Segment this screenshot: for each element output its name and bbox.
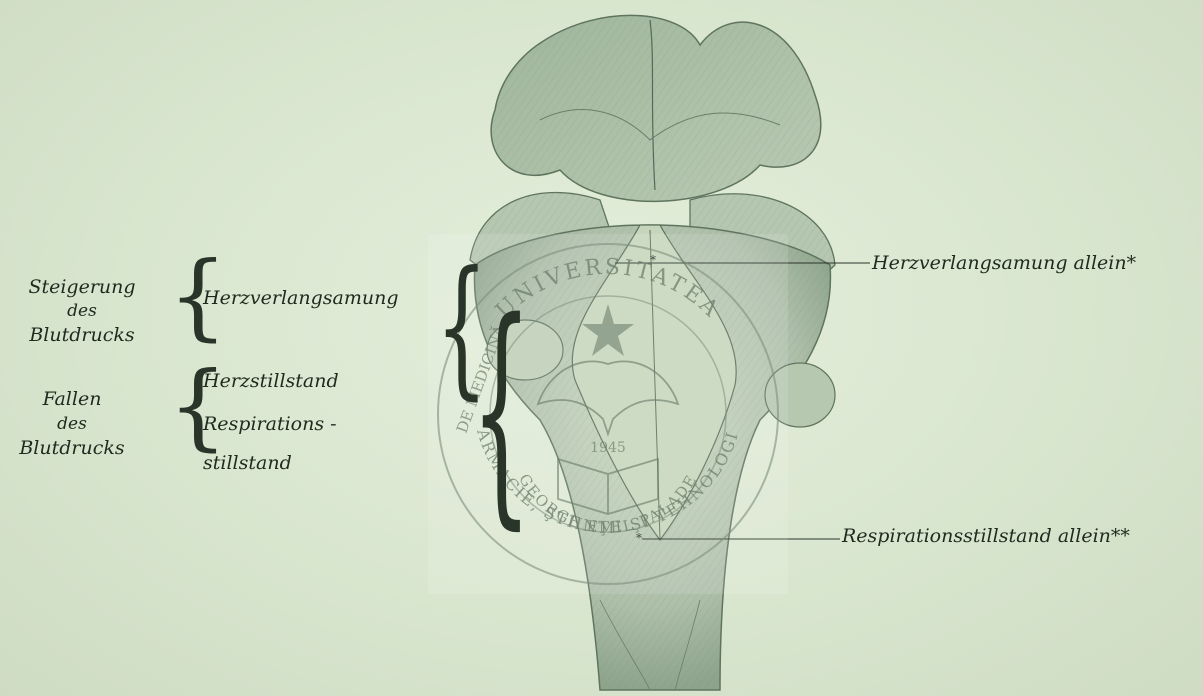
item-herzverlangsamung: Herzverlangsamung [203,287,399,309]
annotation-top-right: Herzverlangsamung allein* [872,252,1136,274]
group2-label-line2: des [57,414,87,434]
seal-star-icon [582,304,634,356]
group1-label-line3: Blutdrucks [29,324,134,346]
upper-lobes [491,15,821,201]
item-respirations-line2: stillstand [203,452,292,474]
item-herzstillstand: Herzstillstand [203,370,339,392]
group2-label-line3: Blutdrucks [19,437,124,459]
group2-label-line1: Fallen [43,388,102,410]
group1-label-line2: des [67,301,97,321]
seal-eagle-icon [538,361,678,434]
seal-year: 1945 [590,440,626,456]
annotation-bottom-right: Respirationsstillstand allein** [842,525,1130,547]
brace-large-lower: { [471,290,532,530]
item-respirations-line1: Respirations - [203,413,337,435]
group1-label-line1: Steigerung [28,276,135,298]
seal-book-icon [558,459,658,514]
